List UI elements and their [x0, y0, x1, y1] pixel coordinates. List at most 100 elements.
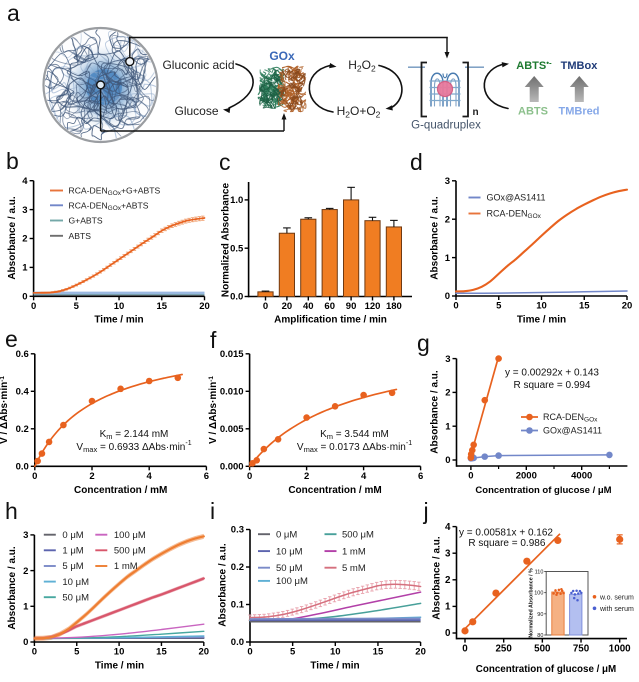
svg-text:4: 4: [361, 471, 367, 482]
svg-text:90: 90: [537, 612, 543, 618]
svg-text:90: 90: [346, 301, 357, 312]
svg-text:b: b: [6, 148, 19, 174]
svg-text:500 μM: 500 μM: [114, 546, 146, 557]
svg-text:20: 20: [199, 647, 210, 658]
svg-text:Time / min: Time / min: [517, 315, 566, 326]
svg-text:3: 3: [23, 530, 28, 541]
svg-text:0.6: 0.6: [16, 349, 29, 360]
svg-text:10: 10: [114, 647, 125, 658]
svg-text:180: 180: [386, 301, 402, 312]
svg-text:2: 2: [445, 575, 451, 586]
svg-text:Amplification time / min: Amplification time / min: [274, 315, 387, 326]
svg-text:0: 0: [445, 455, 450, 466]
svg-text:1 μM: 1 μM: [62, 546, 83, 557]
svg-text:Glucose: Glucose: [174, 104, 218, 118]
svg-text:Concentration of glucose / μM: Concentration of glucose / μM: [475, 485, 611, 496]
svg-text:6: 6: [418, 471, 423, 482]
svg-text:50 μM: 50 μM: [276, 563, 303, 574]
svg-text:100: 100: [534, 591, 543, 597]
svg-text:i: i: [210, 498, 215, 524]
svg-text:G-quadruplex: G-quadruplex: [411, 120, 481, 132]
svg-text:250: 250: [495, 644, 512, 655]
svg-text:G+ABTS: G+ABTS: [69, 216, 103, 226]
svg-text:0: 0: [31, 301, 36, 312]
svg-text:R square = 0.994: R square = 0.994: [514, 380, 591, 391]
svg-text:V / ΔAbs·min-1: V / ΔAbs·min-1: [0, 376, 10, 444]
svg-text:3: 3: [445, 354, 450, 365]
svg-text:Absorbance / a.u.: Absorbance / a.u.: [430, 196, 441, 280]
svg-text:0 μM: 0 μM: [62, 530, 83, 541]
svg-text:40: 40: [303, 301, 314, 312]
svg-text:GOx@AS1411: GOx@AS1411: [487, 193, 546, 203]
svg-text:Absorbance / a.u.: Absorbance / a.u.: [430, 370, 441, 454]
svg-text:g: g: [417, 330, 430, 356]
svg-text:2: 2: [89, 471, 94, 482]
svg-text:10: 10: [330, 647, 341, 658]
svg-text:5: 5: [74, 301, 80, 312]
svg-text:20: 20: [622, 301, 633, 312]
svg-text:1 mM: 1 mM: [114, 561, 138, 572]
svg-text:20: 20: [199, 301, 210, 312]
svg-text:V / ΔAbs·min-1: V / ΔAbs·min-1: [208, 376, 219, 444]
svg-text:Gluconic acid: Gluconic acid: [162, 58, 234, 72]
svg-text:10: 10: [536, 301, 547, 312]
svg-text:120: 120: [365, 301, 381, 312]
svg-text:0.0: 0.0: [16, 462, 29, 473]
svg-text:2: 2: [22, 234, 27, 245]
svg-text:h: h: [5, 498, 18, 524]
svg-text:1: 1: [445, 602, 451, 613]
svg-text:80: 80: [537, 633, 543, 639]
svg-text:Normalized Absorbance: Normalized Absorbance: [221, 183, 232, 298]
svg-text:a: a: [7, 0, 20, 26]
svg-text:Normalized Absorbance / %: Normalized Absorbance / %: [529, 568, 535, 638]
svg-text:f: f: [210, 327, 217, 353]
svg-text:Concentration / mM: Concentration / mM: [74, 485, 167, 496]
svg-text:0.2: 0.2: [16, 424, 29, 435]
svg-text:5 mM: 5 mM: [342, 563, 366, 574]
svg-text:50 μM: 50 μM: [62, 592, 89, 603]
svg-text:Time / min: Time / min: [94, 315, 143, 326]
svg-text:4: 4: [22, 176, 28, 187]
svg-text:20: 20: [282, 301, 293, 312]
svg-text:0.3: 0.3: [231, 525, 244, 536]
svg-text:3: 3: [22, 205, 27, 216]
svg-text:5: 5: [74, 647, 80, 658]
svg-text:5: 5: [496, 301, 502, 312]
svg-text:1.0: 1.0: [230, 195, 243, 206]
svg-text:0.005: 0.005: [220, 424, 244, 435]
svg-text:ABTS: ABTS: [69, 231, 92, 241]
svg-text:0 μM: 0 μM: [276, 529, 297, 540]
svg-text:60: 60: [324, 301, 335, 312]
svg-text:5: 5: [290, 647, 296, 658]
svg-text:4: 4: [147, 471, 153, 482]
svg-text:0: 0: [32, 647, 37, 658]
svg-text:2: 2: [23, 566, 28, 577]
svg-text:10: 10: [114, 301, 125, 312]
svg-text:15: 15: [373, 647, 384, 658]
svg-text:Time / min: Time / min: [310, 661, 359, 672]
svg-text:750: 750: [573, 644, 590, 655]
svg-text:1: 1: [445, 253, 451, 264]
svg-text:GOx@AS1411: GOx@AS1411: [543, 426, 602, 436]
svg-text:0: 0: [22, 292, 27, 303]
svg-text:TMBox: TMBox: [561, 60, 599, 72]
svg-text:15: 15: [156, 301, 167, 312]
svg-text:0.000: 0.000: [220, 462, 244, 473]
svg-text:c: c: [219, 149, 231, 175]
svg-text:0.010: 0.010: [220, 387, 244, 398]
svg-text:1 mM: 1 mM: [342, 546, 366, 557]
svg-text:110: 110: [535, 570, 544, 576]
svg-text:4000: 4000: [571, 471, 592, 482]
svg-text:n: n: [472, 107, 478, 118]
svg-text:H2O+O2: H2O+O2: [337, 104, 381, 120]
svg-text:0: 0: [468, 471, 473, 482]
svg-text:y = 0.00292x + 0.143: y = 0.00292x + 0.143: [505, 368, 599, 379]
svg-text:10 μM: 10 μM: [62, 577, 89, 588]
svg-text:1: 1: [22, 263, 28, 274]
svg-text:0.2: 0.2: [231, 562, 244, 573]
svg-text:0.0: 0.0: [231, 637, 244, 648]
svg-text:R square = 0.986: R square = 0.986: [468, 538, 545, 549]
svg-text:20: 20: [415, 647, 426, 658]
svg-text:0: 0: [445, 291, 450, 302]
svg-text:1: 1: [23, 602, 29, 613]
